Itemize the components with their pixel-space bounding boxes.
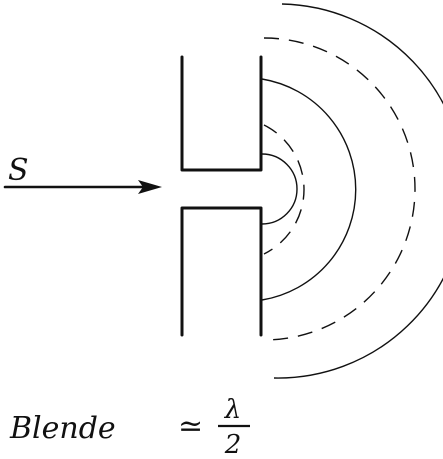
caption-numerator: λ: [224, 395, 241, 425]
aperture-upper-jaw: [180, 55, 263, 172]
caption-word: Blende: [9, 411, 116, 446]
wavefront-2: [263, 124, 305, 255]
wavefront-5: [273, 3, 443, 379]
aperture-lower-jaw: [180, 206, 263, 337]
wavefront-3: [261, 78, 357, 301]
wavefronts: [261, 3, 443, 379]
caption: Blende ≃ λ 2: [9, 395, 250, 459]
wavefront-1: [261, 153, 298, 225]
caption-denominator: 2: [224, 430, 242, 459]
wavefront-4: [263, 37, 416, 341]
caption-relation: ≃: [178, 409, 203, 444]
source-label: S: [8, 153, 29, 188]
arrow-head-icon: [138, 180, 162, 194]
